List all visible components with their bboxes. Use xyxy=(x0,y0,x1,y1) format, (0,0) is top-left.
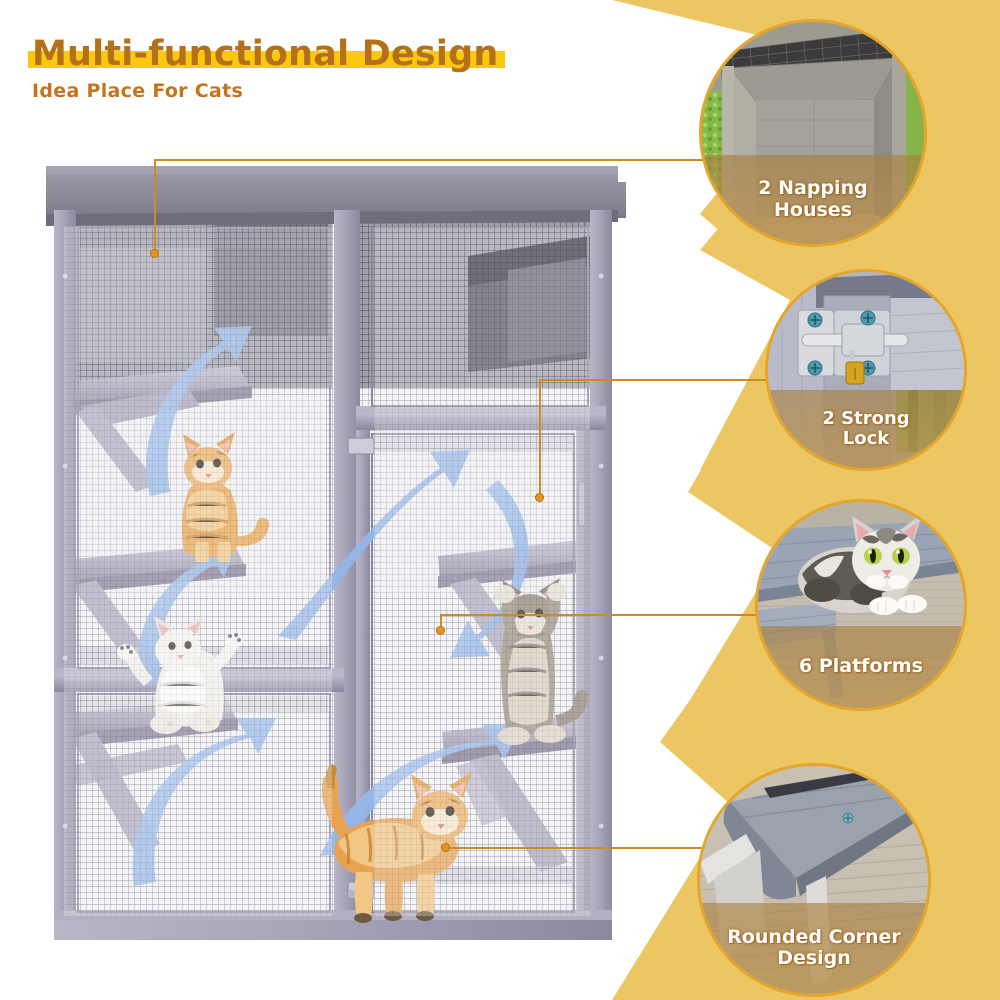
connector-dot-corner xyxy=(441,843,450,852)
page-subtitle: Idea Place For Cats xyxy=(32,79,244,102)
connector-line-napping-vertical xyxy=(154,159,156,253)
header: Multi-functional Design Idea Place For C… xyxy=(28,34,505,102)
callout-caption-platforms: 6 Platforms xyxy=(758,625,964,708)
callout-platforms[interactable]: 6 Platforms xyxy=(758,502,964,708)
connector-line-lock-vertical xyxy=(539,379,541,497)
connector-line-corner-horizontal xyxy=(445,847,725,849)
callout-label-napping-line1: 2 Napping xyxy=(758,177,868,200)
connector-dot-lock xyxy=(535,493,544,502)
product-image-catio xyxy=(38,166,626,944)
callout-label-corner-line1: Rounded Corner xyxy=(727,926,901,949)
catio-illustration xyxy=(46,166,626,940)
callout-label-lock-line2: Lock xyxy=(842,427,890,449)
callout-label-napping-line2: Houses xyxy=(774,198,852,221)
connector-line-platforms-vertical xyxy=(440,614,442,630)
napping-house-photo xyxy=(702,22,924,244)
connector-line-lock-horizontal xyxy=(539,379,777,381)
connector-line-napping-horizontal xyxy=(155,159,725,161)
callout-label-corner-line2: Design xyxy=(777,947,851,970)
page-title: Multi-functional Design xyxy=(32,34,499,74)
title-highlight-band xyxy=(28,50,505,68)
callout-label-lock-line1: 2 Strong xyxy=(822,407,910,429)
connector-dot-platforms xyxy=(436,626,445,635)
connector-dot-napping xyxy=(150,249,159,258)
page-title-wrapper: Multi-functional Design xyxy=(28,34,505,74)
connector-line-platforms-horizontal xyxy=(440,614,765,616)
callout-label-platforms-line1: 6 Platforms xyxy=(799,655,923,678)
